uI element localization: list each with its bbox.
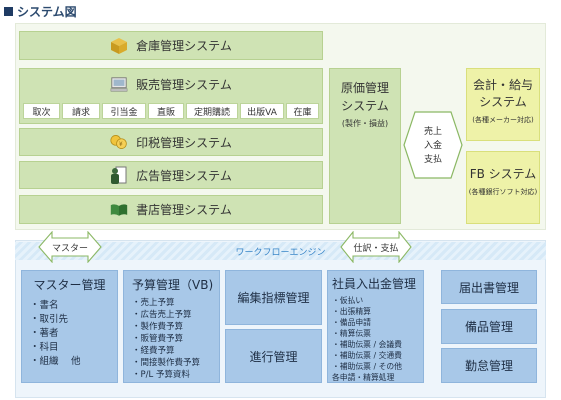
svg-text:¥: ¥ — [119, 142, 123, 148]
cost-title-line1: 原価管理 — [340, 81, 389, 95]
supplies-management-box: 備品管理 — [441, 309, 537, 344]
staff-title: 社員入出金管理 — [332, 277, 417, 291]
sales-sub-item: 直販 — [148, 103, 184, 119]
book-icon — [110, 201, 128, 219]
accounting-subtitle: (各種メーカー対応) — [472, 116, 534, 124]
accounting-title-line1: 会計・給与 — [472, 78, 533, 92]
accounting-system-box: 会計・給与 システム (各種メーカー対応) — [466, 68, 540, 141]
budget-title: 予算管理（VB) — [132, 278, 214, 292]
sales-sub-item: 出版VA — [240, 103, 284, 119]
fb-subtitle: (各種銀行ソフト対応) — [468, 188, 538, 196]
cost-title-line2: システム — [341, 99, 389, 113]
staff-items-list: ・仮払い ・出張精算 ・備品申請 ・精算伝票 ・補助伝票 / 会議費 ・補助伝票… — [332, 295, 423, 383]
royalty-label: 印税管理システム — [136, 135, 232, 150]
title-text: システム図 — [17, 5, 77, 19]
list-item: ・販管費予算 — [132, 334, 184, 344]
shiwake-arrow-label: 仕訳・支払 — [353, 244, 399, 254]
page-title: システム図 — [4, 3, 77, 20]
list-item: ・書名 — [30, 300, 59, 311]
progress-management-box: 進行管理 — [225, 329, 322, 383]
list-item: 各申請・精算処理 — [332, 373, 395, 382]
list-item: ・出張精算 — [332, 307, 371, 316]
editing-label: 編集指標管理 — [237, 291, 310, 305]
transfer-label-sales: 売上 — [423, 127, 442, 137]
workflow-label: ワークフローエンジン — [235, 247, 326, 258]
list-item: ・取引先 — [30, 314, 69, 325]
list-item: ・補助伝票 / 会議費 — [332, 340, 402, 349]
master-title: マスター管理 — [33, 278, 106, 292]
editing-index-box: 編集指標管理 — [225, 270, 322, 325]
list-item: ・備品申請 — [332, 318, 371, 327]
sales-sub-item: 取次 — [23, 103, 60, 119]
list-item: ・P/L 予算資料 — [132, 370, 190, 380]
list-item: ・売上予算 — [132, 298, 175, 308]
supplies-label: 備品管理 — [464, 320, 513, 334]
list-item: ・補助伝票 / 交通費 — [332, 351, 402, 360]
list-item: ・組織 他 — [30, 356, 81, 367]
advert-system-box: 広告管理システム — [19, 161, 323, 189]
box-icon — [110, 37, 128, 55]
budget-items-list: ・売上予算 ・広告売上予算 ・製作費予算 ・販管費予算 ・経費予算 ・間接製作費… — [132, 297, 219, 381]
advert-label: 広告管理システム — [136, 168, 232, 183]
transfer-double-arrow — [403, 110, 463, 180]
budget-management-box: 予算管理（VB) ・売上予算 ・広告売上予算 ・製作費予算 ・販管費予算 ・経費… — [123, 270, 220, 383]
list-item: ・製作費予算 — [132, 322, 184, 332]
warehouse-system-box: 倉庫管理システム — [19, 31, 323, 60]
bookstore-label: 書店管理システム — [136, 203, 232, 217]
list-item: ・間接製作費予算 — [132, 358, 201, 368]
list-item: ・補助伝票 / その他 — [332, 362, 402, 371]
warehouse-label: 倉庫管理システム — [136, 39, 232, 53]
list-item: ・広告売上予算 — [132, 310, 192, 320]
sales-sub-item: 定期購読 — [186, 103, 238, 119]
sales-sub-item: 請求 — [62, 103, 100, 119]
bookstore-system-box: 書店管理システム — [19, 195, 323, 224]
list-item: ・著者 — [30, 328, 59, 339]
computer-icon — [110, 76, 128, 94]
master-management-box: マスター管理 ・書名 ・取引先 ・著者 ・科目 ・組織 他 — [21, 270, 118, 383]
royalty-system-box: ¥ 印税管理システム — [19, 128, 323, 156]
master-arrow-label: マスター — [51, 244, 88, 254]
master-items-list: ・書名 ・取引先 ・著者 ・科目 ・組織 他 — [30, 299, 117, 369]
sales-sub-item: 引当金 — [102, 103, 146, 119]
attendance-management-box: 勤怠管理 — [441, 348, 537, 383]
staff-finance-box: 社員入出金管理 ・仮払い ・出張精算 ・備品申請 ・精算伝票 ・補助伝票 / 会… — [327, 270, 424, 383]
notice-label: 届出書管理 — [458, 280, 519, 295]
notice-management-box: 届出書管理 — [441, 270, 537, 304]
shiwake-double-arrow — [340, 230, 412, 264]
sales-label: 販売管理システム — [136, 78, 232, 92]
list-item: ・仮払い — [332, 296, 364, 305]
transfer-label-receipt: 入金 — [423, 141, 442, 151]
title-square-icon — [4, 7, 13, 16]
master-double-arrow — [38, 230, 102, 264]
workflow-engine-bar: ワークフローエンジン — [15, 242, 546, 260]
progress-label: 進行管理 — [249, 349, 298, 364]
coin-icon: ¥ — [110, 133, 128, 151]
list-item: ・精算伝票 — [332, 329, 371, 338]
cost-system-box: 原価管理 システム (製作・損益) — [329, 68, 401, 224]
list-item: ・経費予算 — [132, 346, 175, 356]
sales-sub-item: 在庫 — [286, 103, 319, 119]
person-icon — [110, 166, 128, 184]
list-item: ・科目 — [30, 342, 59, 353]
fb-system-box: FB システム (各種銀行ソフト対応) — [466, 151, 540, 224]
transfer-label-payment: 支払 — [423, 155, 442, 165]
cost-subtitle: (製作・損益) — [341, 119, 389, 128]
transfer-arrow-label: 売上 入金 支払 — [414, 125, 452, 167]
accounting-title-line2: システム — [479, 95, 527, 109]
attendance-label: 勤怠管理 — [464, 359, 513, 373]
fb-title: FB システム — [469, 167, 537, 181]
